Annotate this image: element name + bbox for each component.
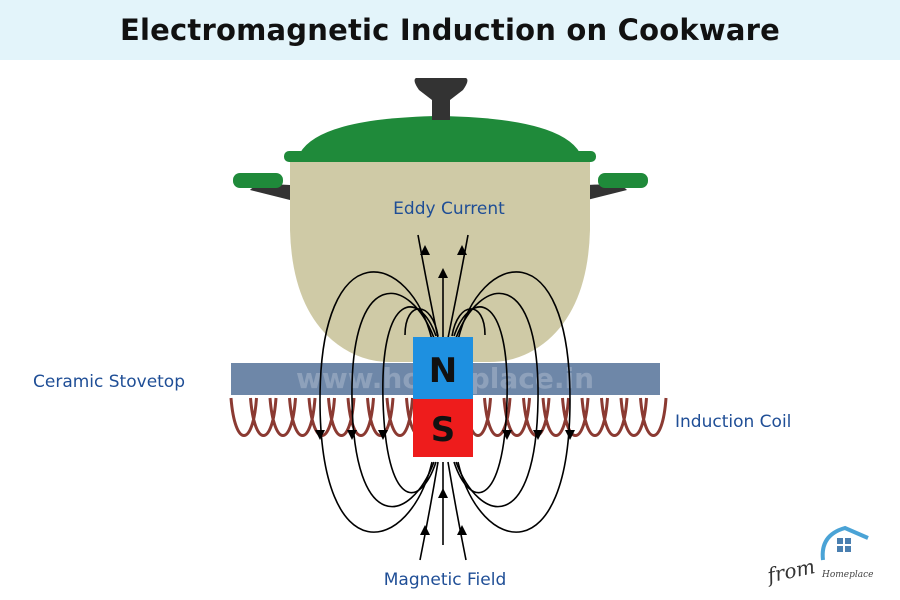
pot-handles [233,173,648,200]
arrow-up-icon [420,525,430,535]
house-roof-icon [820,525,869,561]
field-line [351,292,435,508]
magnetic-field-lines [319,234,571,561]
field-line [419,461,439,561]
field-line [447,461,467,561]
arrow-down-icon [502,430,512,440]
arrow-down-icon [565,430,575,440]
lid-knob [414,78,468,120]
south-pole-label: S [431,410,456,450]
field-line [319,271,433,533]
window-icon [845,546,851,552]
lid-dome [300,116,580,153]
left-handle-grip [233,173,283,188]
arrow-down-icon [378,430,388,440]
arrow-down-icon [347,430,357,440]
field-line [457,271,571,533]
pot-body [290,160,590,362]
field-line [447,234,469,339]
ceramic-stovetop-label: Ceramic Stovetop [33,372,185,392]
field-arrows [315,245,575,535]
magnet: N S [413,337,473,457]
eddy-current-label: Eddy Current [393,199,505,219]
induction-diagram: www.homeplace.in [33,78,874,590]
magnetic-field-label: Magnetic Field [384,570,507,590]
arrow-up-icon [438,268,448,278]
arrow-up-icon [457,525,467,535]
induction-coil-label: Induction Coil [675,412,791,432]
window-icon [837,546,843,552]
arrow-down-icon [533,430,543,440]
lid-rim [284,151,596,162]
window-icon [845,538,851,544]
north-pole-block [413,337,473,399]
brand-name: Homeplace [821,570,874,580]
page-title: Electromagnetic Induction on Cookware [120,13,780,47]
field-line [451,308,486,337]
arrow-down-icon [315,430,325,440]
title-bar: Electromagnetic Induction on Cookware [0,0,900,60]
from-text: from [763,554,817,588]
arrow-up-icon [457,245,467,255]
right-handle-grip [598,173,648,188]
field-line [417,234,439,339]
field-line [455,292,539,508]
arrow-up-icon [420,245,430,255]
arrow-up-icon [438,488,448,498]
north-pole-label: N [429,351,457,391]
south-pole-block [413,399,473,457]
left-handle-bracket [250,184,290,200]
window-icon [837,538,843,544]
pot-lid [284,78,596,162]
homeplace-logo: from Homeplace [763,525,874,588]
right-handle-bracket [587,184,627,200]
